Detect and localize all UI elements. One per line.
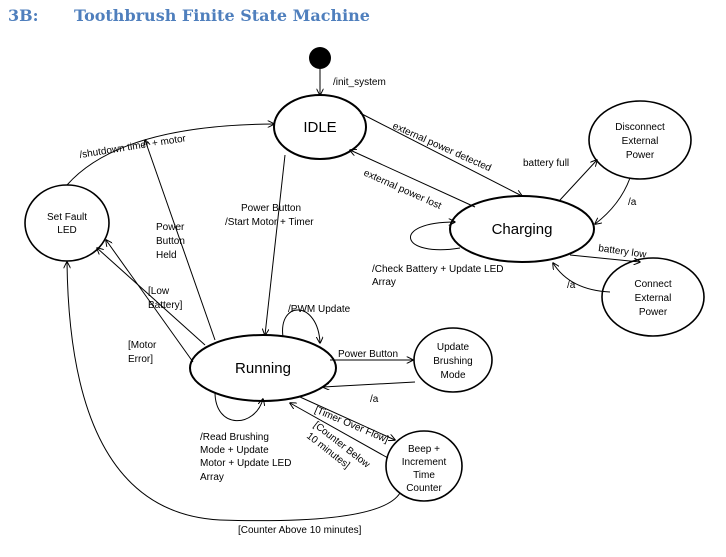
state-connect-line2: External (635, 293, 672, 304)
state-update-line1: Update (437, 342, 470, 353)
initial-state-dot (309, 47, 331, 69)
label-power-button: Power Button (338, 349, 398, 360)
arrow-update-return (323, 381, 416, 387)
arrow-disconnect-return (595, 177, 631, 224)
label-low-battery-line1: [Low (148, 286, 170, 297)
label-motor-error-line1: [Motor (128, 340, 157, 351)
state-charging-label: Charging (492, 221, 553, 238)
label-shutdown: /shutdown timer + motor (79, 133, 188, 161)
arrow-motor-error (106, 240, 194, 363)
arrow-read-brushing-self-loop (214, 391, 263, 422)
state-beep-line2: Increment (402, 457, 447, 468)
label-low-battery-line2: Battery] (148, 300, 183, 311)
label-read-brushing-line3: Motor + Update LED (200, 458, 291, 469)
label-power-button-start-line2: /Start Motor + Timer (225, 217, 314, 228)
arrow-counter-above (67, 262, 401, 522)
arrow-battery-low (569, 254, 640, 262)
state-beep-line4: Counter (406, 483, 442, 494)
arrow-power-button-start (265, 154, 286, 335)
state-update-line3: Mode (440, 370, 465, 381)
label-check-battery-line1: /Check Battery + Update LED (372, 264, 503, 275)
label-read-brushing-line2: Mode + Update (200, 445, 269, 456)
arrow-power-button-held (145, 140, 216, 341)
arrow-ext-power-detected (359, 112, 522, 196)
state-idle-label: IDLE (303, 119, 336, 136)
label-battery-full: battery full (523, 158, 569, 169)
label-init-system: /init_system (333, 77, 386, 88)
state-update-line2: Brushing (433, 356, 472, 367)
state-running: Running (189, 334, 337, 402)
label-ext-power-detected: external power detected (391, 121, 493, 174)
state-disconnect-line2: External (622, 136, 659, 147)
state-disconnect-external-power: Disconnect External Power (588, 100, 692, 180)
label-motor-error-line2: Error] (128, 354, 153, 365)
label-power-held-line3: Held (156, 250, 177, 261)
arrow-ext-power-lost (350, 150, 476, 208)
heading-number: 3B: (8, 6, 39, 25)
label-power-button-start-line1: Power Button (241, 203, 301, 214)
state-disconnect-line3: Power (626, 150, 655, 161)
label-pwm-update: /PWM Update (288, 304, 351, 315)
arrow-charging-self-loop (409, 222, 461, 251)
arrow-counter-below (290, 403, 389, 459)
state-connect-external-power: Connect External Power (601, 257, 705, 337)
label-a-update: /a (370, 394, 379, 405)
state-set-fault-line1: Set Fault (47, 212, 87, 223)
arrow-low-battery (97, 248, 206, 346)
heading-title: Toothbrush Finite State Machine (74, 6, 370, 25)
heading: 3B: Toothbrush Finite State Machine (8, 6, 370, 25)
state-connect-line3: Power (639, 307, 668, 318)
state-running-label: Running (235, 360, 291, 377)
arrow-timer-overflow (299, 396, 395, 440)
label-read-brushing-line1: /Read Brushing (200, 432, 269, 443)
state-update-brushing-mode: Update Brushing Mode (413, 327, 493, 393)
arrow-battery-full (559, 160, 597, 201)
state-disconnect-line1: Disconnect (615, 122, 665, 133)
label-check-battery-line2: Array (372, 277, 396, 288)
label-power-held-line1: Power (156, 222, 185, 233)
state-set-fault-line2: LED (57, 225, 76, 236)
state-idle: IDLE (273, 94, 367, 160)
state-beep-increment-counter: Beep + Increment Time Counter (385, 430, 463, 502)
label-power-held-line2: Button (156, 236, 185, 247)
state-set-fault-led: Set Fault LED (24, 184, 110, 262)
state-connect-line1: Connect (634, 279, 671, 290)
label-a-connect: /a (567, 280, 576, 291)
state-beep-line3: Time (413, 470, 435, 481)
arrow-pwm-self-loop (282, 309, 320, 343)
label-counter-above: [Counter Above 10 minutes] (238, 525, 362, 536)
arrow-connect-return (553, 263, 611, 293)
label-a-disconnect: /a (628, 197, 637, 208)
state-beep-line1: Beep + (408, 444, 440, 455)
transitions (67, 69, 640, 522)
label-read-brushing-line4: Array (200, 472, 224, 483)
